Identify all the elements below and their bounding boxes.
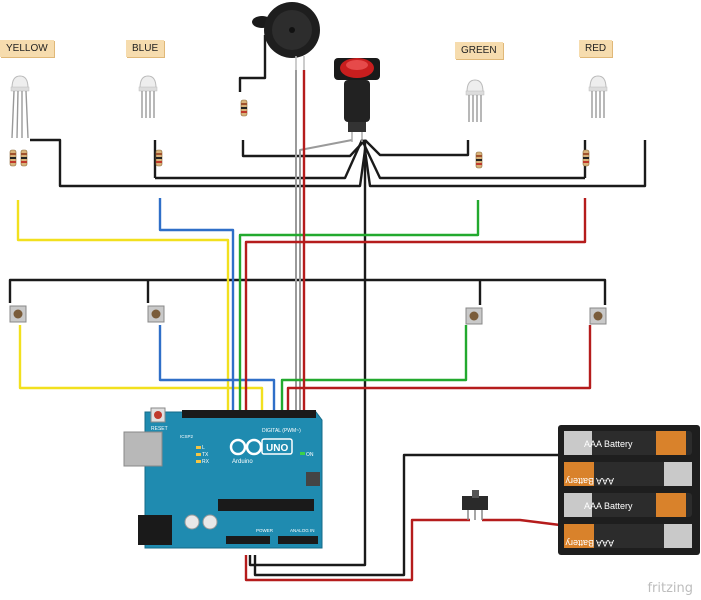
power-jack	[138, 515, 172, 545]
resistor-yellow-1	[9, 149, 17, 167]
resistor-buzzer	[240, 99, 248, 117]
microcontroller-chip	[218, 499, 314, 511]
wire-red-button	[286, 325, 592, 412]
slide-switch	[462, 490, 488, 520]
wire-black-buzzer-left	[238, 35, 267, 92]
arduino-label: Arduino	[232, 459, 253, 465]
wire-yellow-led	[16, 200, 230, 412]
icsp-label: ICSP2	[180, 434, 194, 439]
tactile-buttons	[9, 305, 607, 325]
label-blue: BLUE	[126, 40, 165, 57]
wire-blue-led	[158, 198, 235, 412]
tx-label: TX	[202, 452, 209, 458]
label-red: RED	[579, 40, 613, 57]
wire-black-rail-top	[30, 138, 647, 188]
uno-label: UNO	[266, 443, 288, 454]
resistor-yellow-2	[20, 149, 28, 167]
l-label: L	[202, 445, 205, 451]
power-header	[226, 536, 270, 544]
battery-cell-2: AAA Battery	[564, 462, 692, 486]
yellow-wires	[16, 200, 264, 412]
led-blue	[138, 75, 158, 118]
on-label: ON	[306, 452, 314, 458]
resistors	[9, 99, 590, 169]
analog-header	[278, 536, 318, 544]
battery-pack: AAA Battery AAA Battery AAA Battery AAA …	[558, 425, 700, 555]
battery-cell-1-label: AAA Battery	[584, 439, 633, 449]
wire-black-led-green	[364, 139, 470, 157]
wire-black-rail-buttons	[8, 278, 607, 305]
green-wires	[238, 200, 480, 412]
wire-red-battery	[244, 518, 470, 582]
battery-cell-3-label: AAA Battery	[584, 501, 633, 511]
led-green	[465, 79, 485, 122]
wire-gray-button	[299, 139, 353, 412]
battery-cell-1: AAA Battery	[564, 431, 692, 455]
battery-cell-2-label: AAA Battery	[565, 476, 614, 486]
wire-green-led	[238, 200, 480, 412]
digital-header	[182, 410, 316, 418]
label-green: GREEN	[455, 42, 503, 59]
analog-label: ANALOG IN	[290, 528, 315, 533]
wire-yellow-button	[18, 325, 264, 412]
arduino-logo: UNO Arduino	[229, 438, 293, 465]
tact-button-blue	[147, 305, 165, 323]
usb-port	[123, 431, 163, 467]
tact-button-green	[465, 307, 483, 325]
ground-wires	[8, 35, 647, 577]
wire-red-switch	[482, 518, 561, 527]
arduino-uno-board: RESET ICSP2 DIGITAL (PWM~) UNO Arduino T…	[123, 407, 323, 549]
fritzing-watermark: fritzing	[647, 581, 693, 596]
wire-blue-button	[158, 325, 276, 412]
led-red	[588, 75, 608, 118]
blue-wires	[158, 198, 276, 412]
rx-label: RX	[202, 459, 210, 465]
wire-black-down	[248, 140, 367, 567]
battery-cell-3: AAA Battery	[564, 493, 692, 517]
wire-black-battery	[253, 453, 560, 577]
reset-label: RESET	[151, 426, 168, 432]
power-label: POWER	[256, 528, 274, 533]
tact-button-yellow	[9, 305, 27, 323]
led-yellow	[10, 75, 30, 139]
resistor-green	[475, 151, 483, 169]
wire-red-led	[244, 198, 587, 412]
label-yellow: YELLOW	[0, 40, 54, 57]
battery-cell-4-label: AAA Battery	[565, 538, 614, 548]
resistor-red	[582, 149, 590, 167]
arcade-button	[334, 58, 380, 142]
red-wires	[244, 70, 592, 582]
battery-cell-4: AAA Battery	[564, 524, 692, 548]
digital-label: DIGITAL (PWM~)	[262, 428, 301, 434]
leds	[10, 75, 608, 139]
tact-button-red	[589, 307, 607, 325]
buzzer	[252, 2, 320, 70]
resistor-blue	[155, 149, 163, 167]
wire-green-button	[280, 325, 468, 412]
